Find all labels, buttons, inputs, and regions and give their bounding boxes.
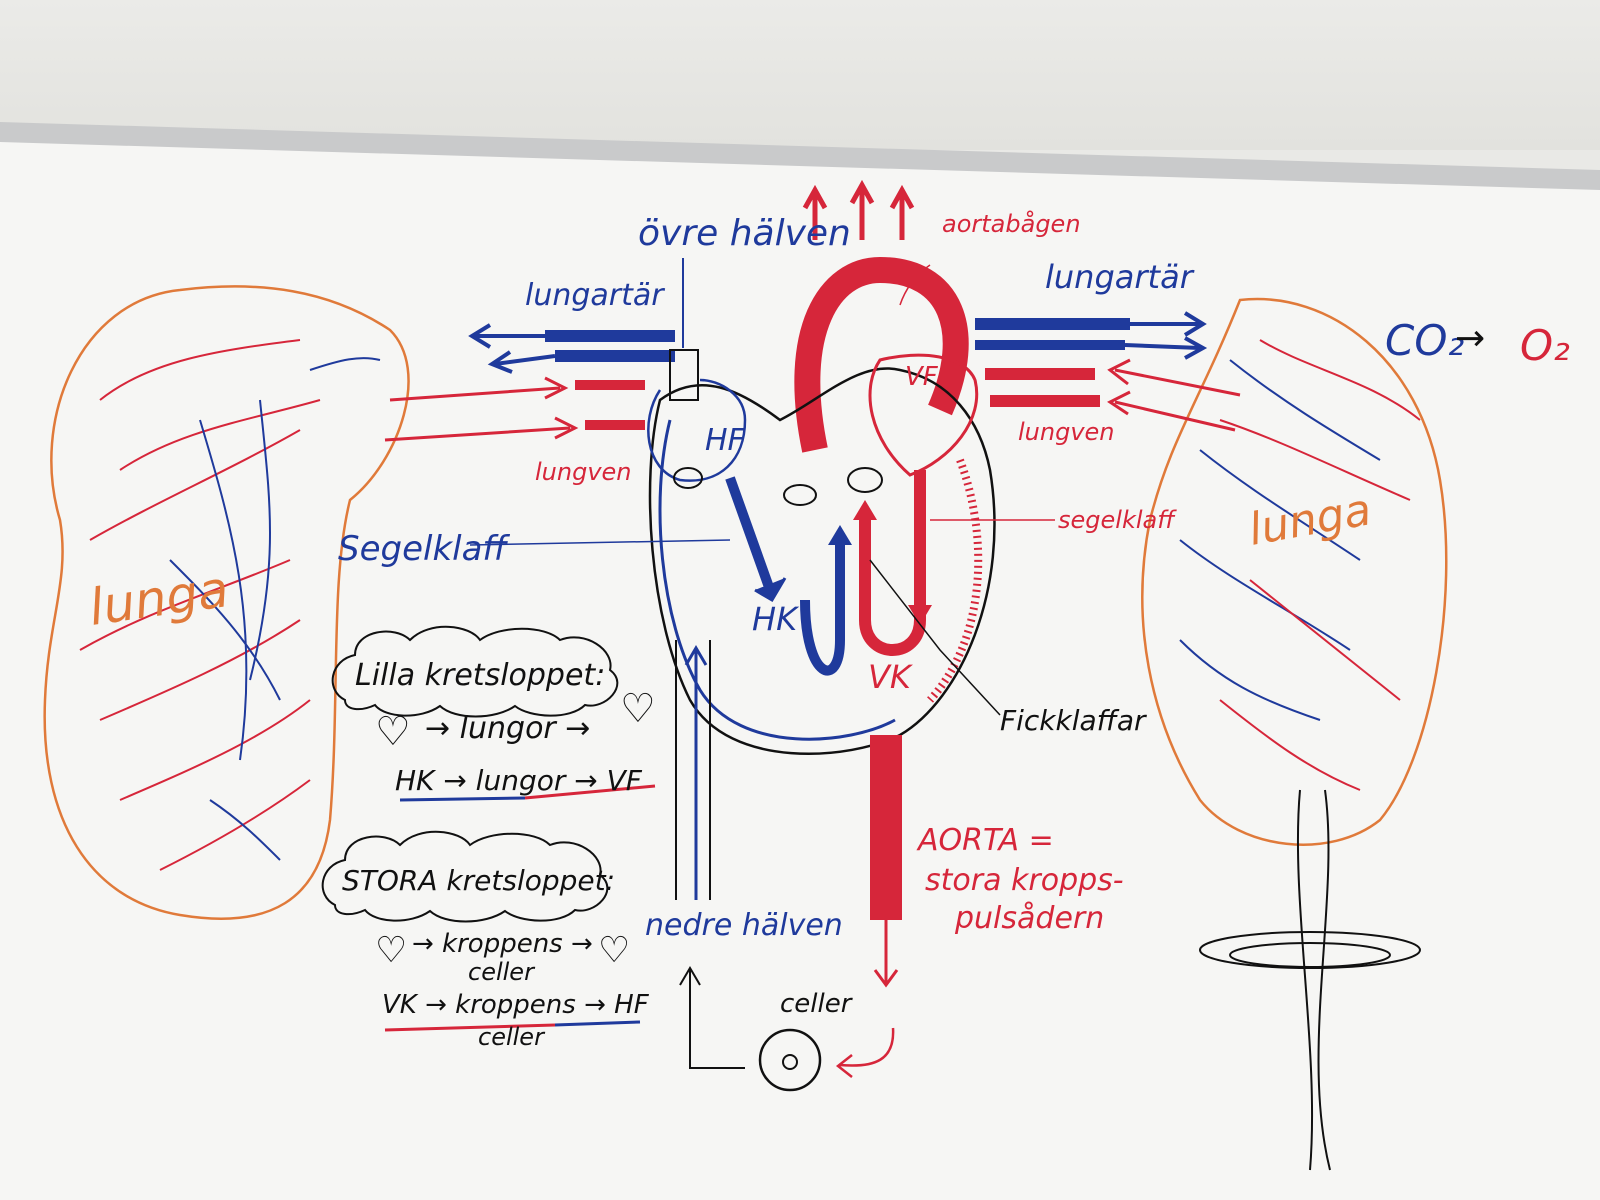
label-fickklaffar: Fickklaffar — [1000, 704, 1147, 737]
stora-row2-underline-red — [384, 1023, 556, 1032]
label-lungven-right: lungven — [1018, 418, 1115, 446]
stora-heart-a: ♡ — [375, 930, 407, 971]
label-vf: VF — [905, 362, 939, 392]
right-lung-drawing — [1141, 297, 1448, 1171]
lilla-row2: HK → lungor → VF — [395, 764, 643, 797]
label-aorta-line1: AORTA = — [916, 823, 1054, 858]
board-frame — [0, 122, 1600, 190]
stora-row2-underline-blue — [554, 1020, 641, 1027]
stora-row1-mid: → kroppens → — [412, 929, 593, 959]
stora-row2: VK → kroppens → HF — [382, 990, 650, 1020]
lilla-cloud — [331, 625, 619, 718]
stora-heart-b: ♡ — [598, 930, 630, 971]
wall-background — [0, 0, 1600, 150]
pulmonary-vessels — [384, 311, 1241, 442]
label-aortabagen: aortabågen — [942, 209, 1081, 238]
label-nedre-halven: nedre hälven — [645, 908, 843, 943]
label-segelklaff-left: Segelklaff — [338, 529, 510, 569]
label-vk: VK — [868, 658, 914, 696]
lilla-heart-a: ♡ — [375, 709, 411, 755]
lilla-row1-mid: → lungor → — [425, 711, 590, 746]
label-hk: HK — [752, 600, 800, 638]
lilla-row2-underline-blue — [399, 796, 526, 802]
stora-title: STORA kretsloppet: — [342, 864, 615, 897]
lilla-title: Lilla kretsloppet: — [355, 658, 605, 693]
left-lung-drawing — [43, 285, 410, 920]
label-ovre-halven: övre hälven — [638, 213, 851, 254]
label-co2-arrow: → — [1455, 318, 1485, 359]
label-co2: CO₂ — [1385, 316, 1464, 365]
label-lungartar-left: lungartär — [525, 278, 665, 313]
board-surface — [0, 140, 1600, 1200]
stora-cloud — [321, 830, 609, 923]
label-aorta-line3: pulsådern — [954, 901, 1104, 936]
label-lungartar-right: lungartär — [1045, 258, 1195, 296]
label-o2: O₂ — [1520, 321, 1570, 370]
leader-lines — [469, 264, 1055, 716]
label-lungven-left: lungven — [535, 458, 632, 486]
lilla-heart-b: ♡ — [620, 686, 656, 732]
label-celler: celler — [780, 989, 854, 1019]
heart-drawing — [647, 179, 996, 1092]
label-hf: HF — [705, 423, 746, 458]
stora-row1-sub: celler — [468, 958, 536, 986]
stora-row2-sub: celler — [478, 1023, 546, 1051]
label-segelklaff-right: segelklaff — [1058, 506, 1177, 534]
lilla-row2-underline-red — [524, 784, 656, 800]
label-aorta-line2: stora kropps- — [925, 863, 1124, 898]
